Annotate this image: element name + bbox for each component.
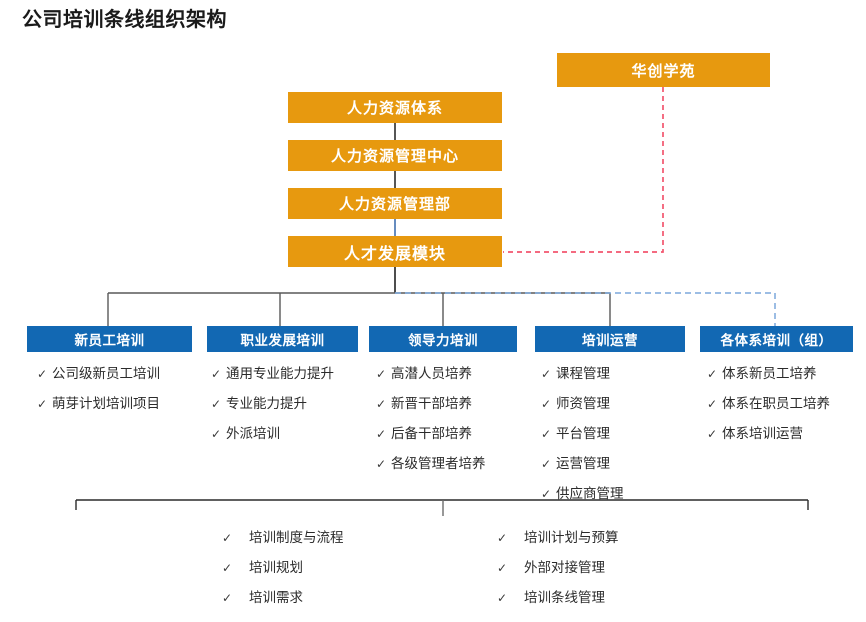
list-item[interactable]: ✓ 外部对接管理 xyxy=(497,553,619,583)
node-label: 人力资源管理中心 xyxy=(330,148,459,165)
list-item[interactable]: ✓ 体系在职员工培养 xyxy=(707,389,830,419)
node-hr-management-center[interactable]: 人力资源管理中心 xyxy=(288,140,502,171)
list-item-label: 供应商管理 xyxy=(556,486,624,501)
column-list-system-training-group: ✓ 体系新员工培养 ✓ 体系在职员工培养 ✓ 体系培训运营 xyxy=(707,359,830,449)
list-item[interactable]: ✓ 公司级新员工培训 xyxy=(37,359,160,389)
column-header-system-training-group[interactable]: 各体系培训（组） xyxy=(700,326,853,352)
node-label: 人力资源管理部 xyxy=(338,196,451,213)
list-item-label: 新晋干部培养 xyxy=(391,396,472,411)
list-item-label: 公司级新员工培训 xyxy=(52,366,160,381)
list-item[interactable]: ✓ 课程管理 xyxy=(541,359,624,389)
check-icon: ✓ xyxy=(541,427,552,441)
list-item-label: 培训规划 xyxy=(249,560,303,575)
check-icon: ✓ xyxy=(211,427,222,441)
list-item-label: 培训制度与流程 xyxy=(249,530,344,545)
column-header-label: 新员工培训 xyxy=(74,333,145,348)
list-item[interactable]: ✓ 体系新员工培养 xyxy=(707,359,830,389)
list-item[interactable]: ✓ 平台管理 xyxy=(541,419,624,449)
check-icon: ✓ xyxy=(222,591,233,605)
list-item[interactable]: ✓ 培训制度与流程 xyxy=(222,523,344,553)
list-item-label: 高潜人员培养 xyxy=(391,366,472,381)
list-item[interactable]: ✓ 高潜人员培养 xyxy=(376,359,486,389)
check-icon: ✓ xyxy=(376,427,387,441)
check-icon: ✓ xyxy=(376,367,387,381)
list-item[interactable]: ✓ 培训计划与预算 xyxy=(497,523,619,553)
list-item-label: 后备干部培养 xyxy=(391,426,472,441)
list-item[interactable]: ✓ 外派培训 xyxy=(211,419,334,449)
node-hr-system[interactable]: 人力资源体系 xyxy=(288,92,502,123)
list-item-label: 课程管理 xyxy=(556,366,610,381)
check-icon: ✓ xyxy=(497,591,508,605)
check-icon: ✓ xyxy=(497,531,508,545)
node-hr-management-department[interactable]: 人力资源管理部 xyxy=(288,188,502,219)
column-list-leadership-training: ✓ 高潜人员培养 ✓ 新晋干部培养 ✓ 后备干部培养 ✓ 各级管理者培养 xyxy=(376,359,486,479)
check-icon: ✓ xyxy=(376,457,387,471)
node-talent-development-module[interactable]: 人才发展模块 xyxy=(288,236,502,267)
list-item-label: 师资管理 xyxy=(556,396,610,411)
list-item-label: 培训条线管理 xyxy=(524,590,605,605)
check-icon: ✓ xyxy=(497,561,508,575)
check-icon: ✓ xyxy=(222,561,233,575)
column-list-training-operations: ✓ 课程管理 ✓ 师资管理 ✓ 平台管理 ✓ 运营管理 ✓ 供应商管理 xyxy=(541,359,624,509)
footer-list-left: ✓ 培训制度与流程 ✓ 培训规划 ✓ 培训需求 xyxy=(222,523,344,613)
list-item[interactable]: ✓ 师资管理 xyxy=(541,389,624,419)
check-icon: ✓ xyxy=(211,367,222,381)
list-item-label: 专业能力提升 xyxy=(226,396,307,411)
page-title: 公司培训条线组织架构 xyxy=(22,9,227,31)
column-header-career-development-training[interactable]: 职业发展培训 xyxy=(207,326,358,352)
list-item[interactable]: ✓ 培训规划 xyxy=(222,553,344,583)
check-icon: ✓ xyxy=(222,531,233,545)
list-item[interactable]: ✓ 专业能力提升 xyxy=(211,389,334,419)
column-header-label: 各体系培训（组） xyxy=(720,333,833,348)
column-list-new-employee-training: ✓ 公司级新员工培训 ✓ 萌芽计划培训项目 xyxy=(37,359,160,419)
node-huachuang-academy[interactable]: 华创学苑 xyxy=(557,53,770,87)
check-icon: ✓ xyxy=(541,397,552,411)
column-list-career-development-training: ✓ 通用专业能力提升 ✓ 专业能力提升 ✓ 外派培训 xyxy=(211,359,334,449)
node-label: 人力资源体系 xyxy=(346,100,443,117)
list-item[interactable]: ✓ 后备干部培养 xyxy=(376,419,486,449)
check-icon: ✓ xyxy=(211,397,222,411)
check-icon: ✓ xyxy=(707,397,718,411)
list-item[interactable]: ✓ 运营管理 xyxy=(541,449,624,479)
list-item-label: 外派培训 xyxy=(226,426,280,441)
list-item[interactable]: ✓ 通用专业能力提升 xyxy=(211,359,334,389)
check-icon: ✓ xyxy=(541,367,552,381)
list-item-label: 培训需求 xyxy=(249,590,303,605)
list-item[interactable]: ✓ 培训条线管理 xyxy=(497,583,619,613)
list-item[interactable]: ✓ 新晋干部培养 xyxy=(376,389,486,419)
check-icon: ✓ xyxy=(37,367,48,381)
list-item[interactable]: ✓ 各级管理者培养 xyxy=(376,449,486,479)
list-item-label: 各级管理者培养 xyxy=(391,456,486,471)
list-item-label: 平台管理 xyxy=(556,426,610,441)
list-item[interactable]: ✓ 体系培训运营 xyxy=(707,419,830,449)
check-icon: ✓ xyxy=(707,427,718,441)
column-header-new-employee-training[interactable]: 新员工培训 xyxy=(27,326,192,352)
column-header-label: 职业发展培训 xyxy=(240,333,325,348)
list-item[interactable]: ✓ 供应商管理 xyxy=(541,479,624,509)
list-item-label: 萌芽计划培训项目 xyxy=(52,396,160,411)
list-item-label: 体系在职员工培养 xyxy=(722,396,830,411)
check-icon: ✓ xyxy=(376,397,387,411)
column-header-training-operations[interactable]: 培训运营 xyxy=(535,326,685,352)
list-item-label: 通用专业能力提升 xyxy=(226,366,334,381)
list-item-label: 体系培训运营 xyxy=(722,426,803,441)
list-item-label: 运营管理 xyxy=(556,456,610,471)
check-icon: ✓ xyxy=(541,457,552,471)
list-item[interactable]: ✓ 培训需求 xyxy=(222,583,344,613)
node-label: 人才发展模块 xyxy=(343,245,446,263)
list-item-label: 培训计划与预算 xyxy=(524,530,619,545)
column-header-label: 培训运营 xyxy=(582,333,638,348)
footer-list-right: ✓ 培训计划与预算 ✓ 外部对接管理 ✓ 培训条线管理 xyxy=(497,523,619,613)
node-label: 华创学苑 xyxy=(631,62,696,80)
check-icon: ✓ xyxy=(707,367,718,381)
column-header-label: 领导力培训 xyxy=(408,333,478,348)
check-icon: ✓ xyxy=(541,487,552,501)
check-icon: ✓ xyxy=(37,397,48,411)
column-header-leadership-training[interactable]: 领导力培训 xyxy=(369,326,517,352)
list-item-label: 外部对接管理 xyxy=(524,560,605,575)
list-item[interactable]: ✓ 萌芽计划培训项目 xyxy=(37,389,160,419)
list-item-label: 体系新员工培养 xyxy=(722,366,817,381)
